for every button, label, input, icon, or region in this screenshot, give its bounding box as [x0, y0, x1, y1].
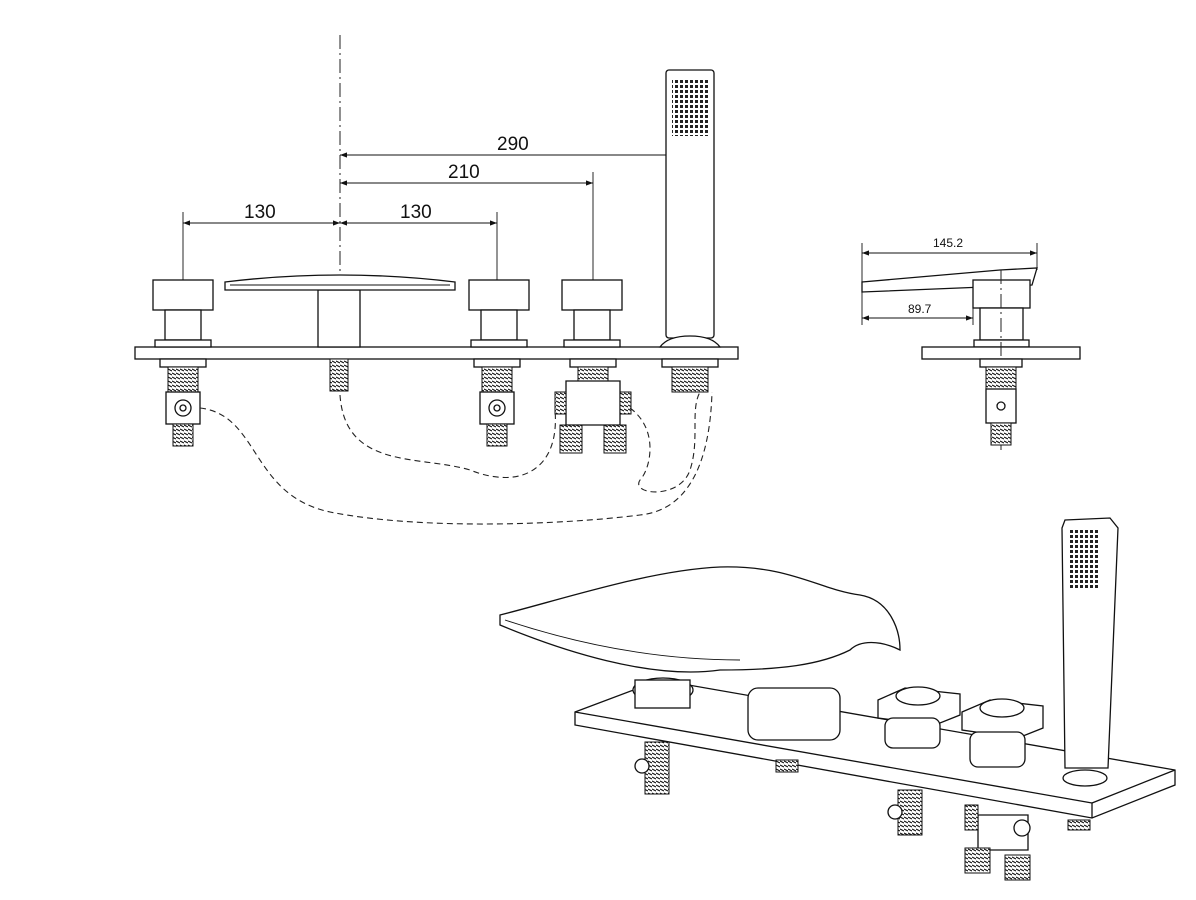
dimension-130-left: 130	[244, 202, 276, 223]
front-view: 290 210 130 130	[134, 35, 739, 525]
dimension-210: 210	[448, 162, 480, 183]
dimension-145-2: 145.2	[933, 236, 963, 250]
isometric-view	[499, 517, 1176, 881]
deck-plate	[134, 346, 739, 360]
iso-hand-shower	[1061, 517, 1119, 787]
dimension-130-right: 130	[400, 202, 432, 223]
iso-handle-1	[877, 686, 961, 749]
handle-middle	[468, 279, 530, 447]
side-view: 145.2 89.7	[861, 236, 1081, 450]
hoses	[199, 391, 713, 525]
dimension-290: 290	[497, 134, 529, 155]
iso-handle-2	[961, 698, 1044, 768]
handle-diverter	[554, 279, 632, 454]
hand-shower	[658, 69, 722, 393]
waterfall-spout	[224, 274, 456, 392]
handle-left	[152, 279, 214, 447]
dimension-89-7: 89.7	[908, 302, 932, 316]
